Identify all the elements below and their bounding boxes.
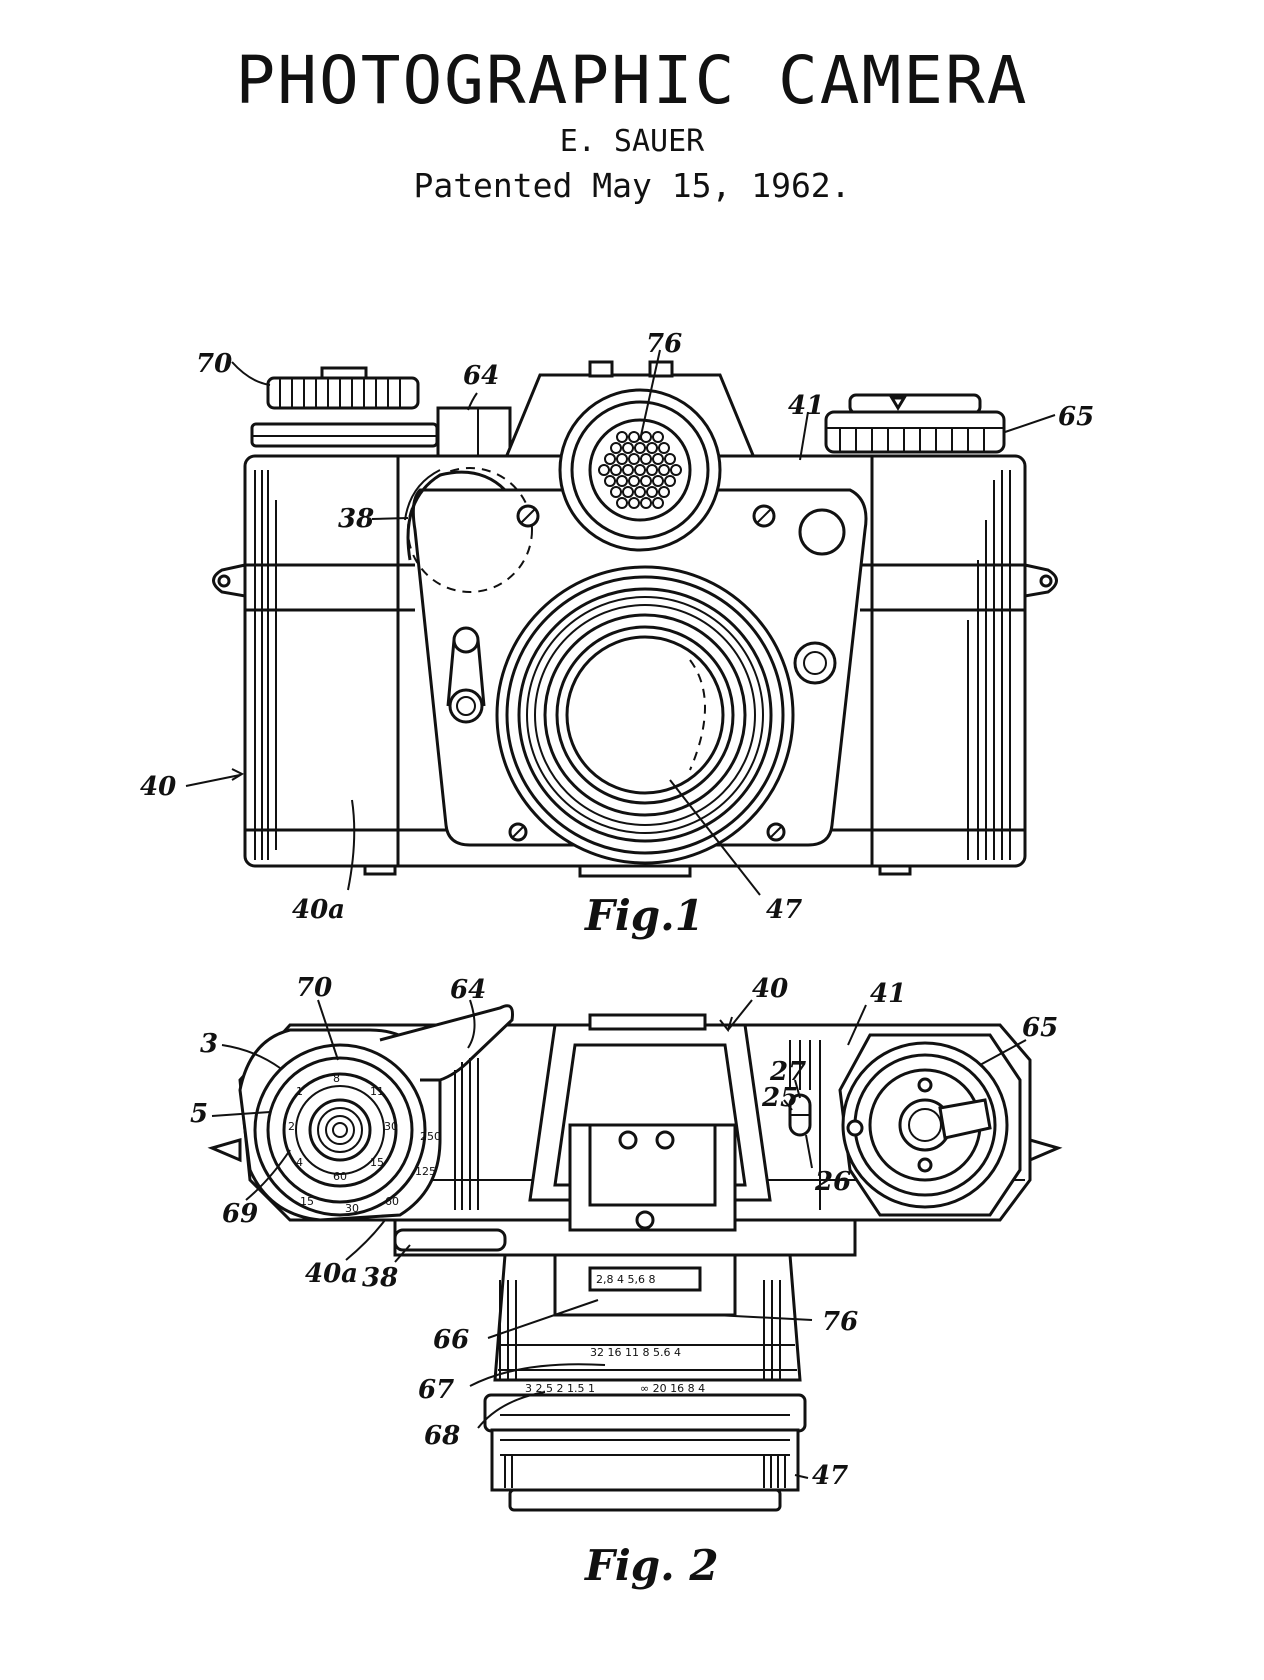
wheel-38-top [393, 1228, 507, 1252]
label-76-top: 76 [822, 1307, 858, 1337]
label-76: 76 [646, 329, 682, 359]
lever-64 [436, 406, 512, 458]
button-round [798, 508, 846, 556]
label-26: 26 [814, 1167, 851, 1197]
fig1-caption: Fig.1 [584, 891, 704, 940]
wheel-38 [406, 470, 507, 561]
accessory-shoe [568, 1123, 737, 1232]
label-66: 66 [433, 1325, 469, 1355]
fig2-top-view: 8 11 30 15 60 4 2 1 15 30 60 125 250 [190, 973, 1063, 1590]
label-67: 67 [418, 1375, 454, 1405]
label-41-top: 41 [870, 979, 906, 1009]
label-25: 25 [761, 1083, 798, 1113]
svg-text:4: 4 [296, 1156, 303, 1169]
label-47-top: 47 [812, 1461, 848, 1491]
svg-text:15: 15 [300, 1195, 314, 1208]
label-47: 47 [766, 895, 802, 925]
fig2-caption: Fig. 2 [584, 1541, 719, 1590]
lens-top: 2,8 4 5,6 8 3 2.5 2 1.5 1 ∞ 20 16 8 4 32… [483, 1253, 807, 1512]
svg-text:2: 2 [288, 1120, 295, 1133]
label-68: 68 [424, 1421, 460, 1451]
shutter-knob [824, 393, 1006, 454]
patent-date: Patented May 15, 1962. [413, 166, 851, 205]
fig1-front-view: 70 64 76 41 65 38 40 40a 47 Fig.1 [140, 329, 1094, 940]
label-38-top: 38 [362, 1263, 398, 1293]
svg-text:30: 30 [384, 1120, 398, 1133]
label-65-top: 65 [1022, 1013, 1058, 1043]
advance-lever [379, 1004, 514, 1082]
label-40-top: 40 [752, 974, 788, 1004]
svg-text:125: 125 [415, 1165, 436, 1178]
label-40a-top: 40a [305, 1259, 358, 1289]
svg-text:11: 11 [370, 1085, 384, 1098]
lens [495, 565, 795, 865]
svg-text:32 16 11 8 5.6 4: 32 16 11 8 5.6 4 [590, 1346, 681, 1359]
rewind-knob [250, 366, 439, 448]
label-41: 41 [788, 391, 824, 421]
svg-text:30: 30 [345, 1202, 359, 1215]
inventor-name: E. SAUER [559, 124, 705, 159]
svg-text:250: 250 [420, 1130, 441, 1143]
label-38: 38 [338, 504, 374, 534]
label-70-top: 70 [296, 973, 332, 1003]
svg-text:15: 15 [370, 1156, 384, 1169]
svg-text:60: 60 [385, 1195, 399, 1208]
svg-text:2,8 4 5,6 8: 2,8 4 5,6 8 [596, 1273, 655, 1286]
label-27: 27 [769, 1057, 806, 1087]
page-title: PHOTOGRAPHIC CAMERA [235, 42, 1029, 119]
label-5: 5 [190, 1099, 208, 1129]
label-70: 70 [196, 349, 232, 379]
label-3: 3 [200, 1029, 218, 1059]
label-64: 64 [463, 361, 499, 391]
rewind-dial: 8 11 30 15 60 4 2 1 15 30 60 125 250 [238, 1028, 442, 1222]
screws [508, 504, 786, 842]
svg-text:∞ 20 16 8 4: ∞ 20 16 8 4 [640, 1382, 705, 1395]
label-65: 65 [1058, 402, 1094, 432]
label-64-top: 64 [450, 975, 486, 1005]
label-40a: 40a [292, 895, 345, 925]
label-69: 69 [222, 1199, 258, 1229]
meter-cell [558, 388, 722, 552]
shutter-dial [838, 1033, 1022, 1217]
svg-text:8: 8 [333, 1072, 340, 1085]
svg-text:60: 60 [333, 1170, 347, 1183]
label-40: 40 [140, 772, 176, 802]
svg-text:1: 1 [296, 1085, 303, 1098]
